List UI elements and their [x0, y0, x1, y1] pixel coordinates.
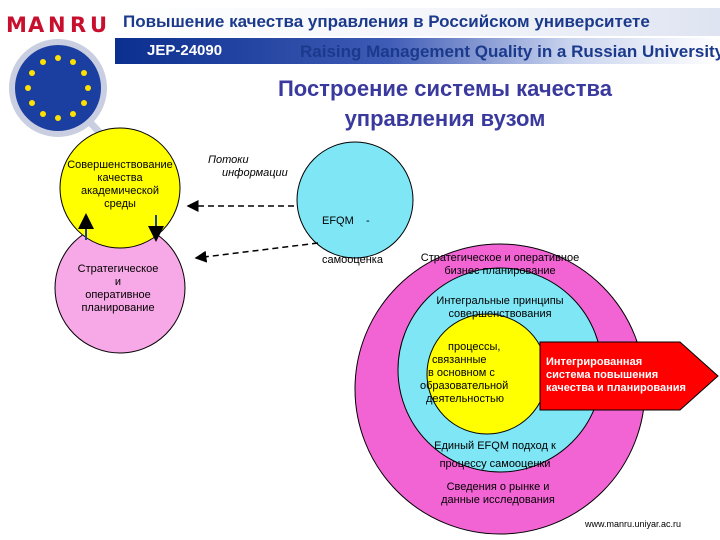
eu-stars-icon [25, 55, 91, 121]
middle-bottom-l1: Единый EFQM подход к [434, 440, 556, 452]
integrated-system-label: Интегрированная система повышения качест… [546, 356, 718, 395]
flows-l1: Потоки [208, 154, 249, 166]
eu-circle-icon [12, 42, 104, 134]
middle-top-l2: совершенствования [448, 308, 552, 320]
svg-text:R: R [70, 13, 86, 37]
aq-l2: качества [97, 172, 143, 184]
aq-l3: академической [80, 185, 160, 197]
svg-text:M: M [6, 13, 27, 37]
aq-l1: Совершенствование [67, 159, 173, 171]
outer-bottom-l2: данные исследования [441, 494, 555, 506]
sp-l2: и [114, 276, 122, 288]
slide-title-line2: управления вузом [344, 106, 546, 131]
efqm-circle [296, 141, 414, 259]
efqm-l2: самооценка [322, 254, 383, 266]
strategic-planning-label: Стратегическое и оперативное планировани… [58, 263, 178, 315]
website-link[interactable]: www.manru.uniyar.ac.ru [585, 519, 682, 529]
outer-ring-top-label: Стратегическое и оперативное бизнес план… [400, 252, 600, 278]
flows-l2: информации [222, 167, 288, 179]
academic-quality-label: Совершенствование качества академической… [60, 159, 180, 211]
info-flow-arrow-2 [194, 242, 319, 263]
red-l2: система повышения [546, 369, 659, 381]
inner-circle-label: процессы, связанные в основном с образов… [418, 341, 548, 406]
svg-text:U: U [90, 13, 107, 37]
info-flows-label: Потоки информации [208, 154, 298, 180]
inner-l1: процессы, [448, 341, 501, 353]
efqm-l1: EFQM - [322, 215, 370, 227]
header-banner: Повышение качества управления в Российск… [115, 8, 720, 70]
integrated-system-arrow [539, 341, 719, 411]
outer-top-l2: бизнес планирование [444, 265, 556, 277]
sp-l4: планирование [81, 302, 155, 314]
red-l3: качества и планирования [546, 382, 686, 394]
svg-text:A: A [28, 13, 45, 37]
middle-top-l1: Интегральные принципы [436, 295, 564, 307]
middle-bottom-l2: процессу самооценки [439, 458, 551, 470]
middle-ring-bottom-label: Единый EFQM подход к процессу самооценки [410, 437, 580, 473]
slide-title: Построение системы качества управления в… [200, 74, 690, 134]
outer-top-l1: Стратегическое и оперативное [420, 252, 580, 264]
svg-text:N: N [48, 13, 66, 37]
outer-bottom-l1: Сведения о рынке и [446, 481, 550, 493]
inner-l2: связанные [432, 354, 487, 366]
header-title-ru: Повышение качества управления в Российск… [123, 12, 650, 31]
red-l1: Интегрированная [546, 356, 643, 368]
outer-ring-bottom-label: Сведения о рынке и данные исследования [418, 481, 578, 507]
sp-l1: Стратегическое [77, 263, 159, 275]
efqm-label: EFQM - самооценка [322, 189, 412, 280]
inner-l4: образовательной [420, 380, 509, 392]
inner-l5: деятельностью [426, 393, 505, 405]
inner-l3: в основном с [428, 367, 495, 379]
header-title-en: Raising Management Quality in a Russian … [300, 42, 720, 61]
slide-title-line1: Построение системы качества [277, 76, 613, 101]
sp-l3: оперативное [85, 289, 151, 301]
aq-l4: среды [104, 198, 136, 210]
project-code: JEP-24090 [147, 42, 223, 59]
middle-ring-top-label: Интегральные принципы совершенствования [420, 295, 580, 321]
